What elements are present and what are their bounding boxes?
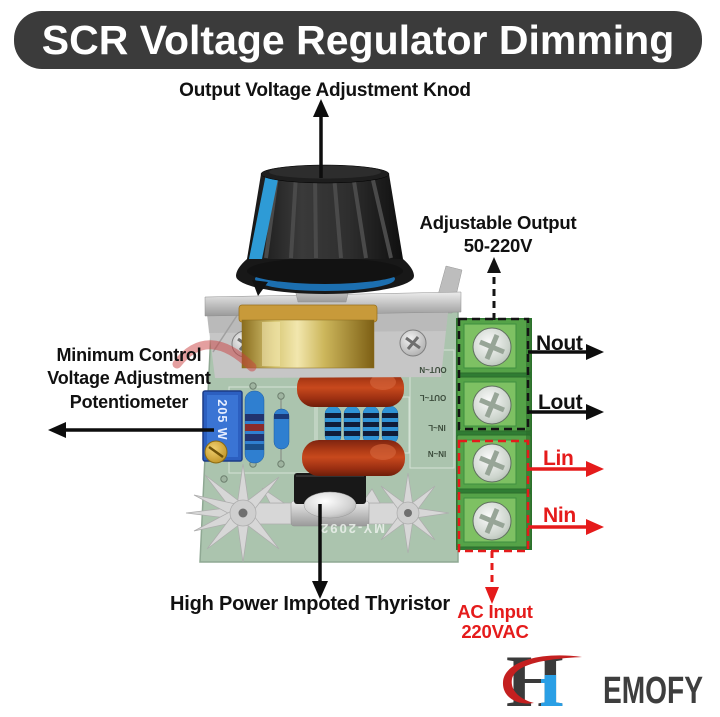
terminal-nin [456,492,532,548]
blue-diode [273,408,290,450]
thyristor-dome [303,491,357,519]
watermark-swoosh [172,340,257,372]
page-title: SCR Voltage Regulator Dimming [41,16,675,63]
terminal-lin [456,434,532,490]
adjustable-output-dashed-arrow [487,257,501,320]
terminal-lout [456,376,532,432]
thyristor [290,473,370,527]
pcb-label-in-n: IN~N [427,449,447,458]
pcb-label-out-l: OUT~L [419,393,447,402]
terminal-nout [456,318,532,374]
capacitor-bottom [302,440,405,476]
min-control-label: Minimum Control Voltage Adjustment Poten… [47,345,211,412]
trimmer-marking: 205 W [215,399,229,441]
brand-logo: H H EMOFY [502,645,703,715]
capacitor-top [297,370,404,407]
adjustable-output-label: Adjustable Output 50-220V [419,212,577,257]
terminal-label-lin: Lin [543,447,574,470]
logo-wordmark: EMOFY [603,670,703,712]
logo-swoosh [502,655,582,704]
ac-input-dashed-arrow [485,551,499,604]
logo-letter-h-blue: H [506,645,564,715]
nin-arrow [528,519,604,535]
knob-label: Output Voltage Adjustment Knod [179,80,471,101]
blue-resistor [244,390,265,464]
thyristor-down-arrow [312,504,328,599]
trimmer-potentiometer [202,390,243,464]
knob-flutes [264,174,393,259]
knob-pointer-nub [252,280,268,296]
lin-arrow [528,461,604,477]
terminal-label-lout: Lout [538,391,583,414]
potentiometer-body [238,304,378,369]
ac-input-label: AC Input 220VAC [457,601,533,643]
knob-up-arrow [313,99,329,178]
silkscreen-model-number: MY-2092 [318,521,386,536]
pcb-label-in-l: IN~L [428,423,446,432]
output-terminals-dashed-box [457,317,530,431]
control-knob [236,164,414,296]
min-control-left-arrow [48,422,214,438]
terminal-label-nin: Nin [543,504,576,527]
lout-arrow [528,404,604,420]
thyristor-label: High Power Impoted Thyristor [170,593,450,615]
knob-pointer-stripe [249,174,279,259]
title-banner: SCR Voltage Regulator Dimming [14,11,702,69]
nout-arrow [528,344,604,360]
pcb-label-out-n: OUT~N [419,365,447,374]
terminal-label-nout: Nout [536,332,583,355]
terminal-block [456,318,532,550]
